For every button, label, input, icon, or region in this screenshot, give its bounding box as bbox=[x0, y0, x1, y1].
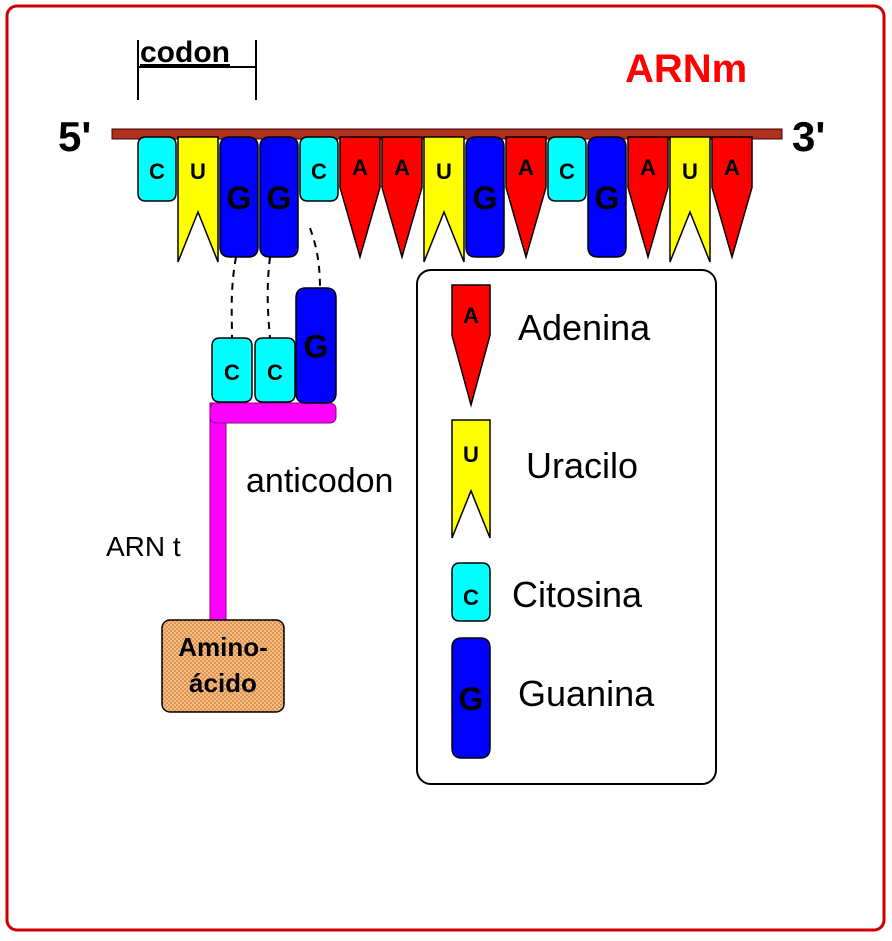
mrna-base-5-shape bbox=[299, 136, 339, 202]
anticodon-base-3-shape bbox=[295, 287, 337, 404]
mrna-base-12-shape bbox=[587, 136, 627, 258]
legend-label-uracilo: Uracilo bbox=[526, 445, 638, 486]
anticodon-base-3: G bbox=[295, 287, 337, 404]
mrna-base-10: A bbox=[505, 136, 547, 260]
amino-acid-label-line1: Amino- bbox=[178, 632, 268, 662]
amino-acid-box bbox=[161, 619, 285, 713]
legend-box bbox=[416, 269, 717, 785]
mrna-base-4-shape bbox=[259, 136, 299, 258]
anticodon-base-1-letter: C bbox=[224, 360, 240, 385]
mrna-base-10-shape bbox=[505, 136, 547, 260]
anticodon-base-2: C bbox=[254, 337, 296, 403]
mrna-base-8: U bbox=[423, 136, 465, 263]
legend-swatch-uracilo: U bbox=[451, 419, 491, 539]
mrna-base-3-shape bbox=[219, 136, 259, 258]
mrna-base-4: G bbox=[259, 136, 299, 258]
mrna-base-3: G bbox=[219, 136, 259, 258]
trna-stem-horizontal bbox=[209, 402, 337, 424]
mrna-base-7-shape bbox=[381, 136, 423, 260]
mrna-base-13-shape bbox=[627, 136, 669, 260]
mrna-base-14: U bbox=[669, 136, 711, 263]
mrna-base-6: A bbox=[339, 136, 381, 260]
three-prime-label: 3' bbox=[792, 113, 825, 160]
legend-swatch-citosina-letter: C bbox=[463, 585, 479, 610]
mrna-base-5-letter: C bbox=[311, 159, 327, 184]
mrna-base-15-letter: A bbox=[724, 155, 740, 180]
five-prime-label: 5' bbox=[58, 113, 91, 160]
mrna-base-7-letter: A bbox=[394, 155, 410, 180]
mrna-base-8-shape bbox=[423, 136, 465, 263]
mrna-base-2-letter: U bbox=[190, 159, 206, 184]
legend-swatch-citosina-shape bbox=[451, 562, 491, 622]
legend-swatch-citosina: C bbox=[451, 562, 491, 622]
mrna-base-15-shape bbox=[711, 136, 753, 260]
codon-label: codon bbox=[140, 36, 230, 69]
legend-swatch-uracilo-letter: U bbox=[463, 442, 479, 467]
mrna-base-10-letter: A bbox=[518, 155, 534, 180]
mrna-base-12: G bbox=[587, 136, 627, 258]
legend-label-guanina: Guanina bbox=[518, 673, 655, 714]
codon-bracket bbox=[137, 40, 257, 100]
mrna-base-3-letter: G bbox=[227, 180, 252, 216]
mrna-base-9: G bbox=[465, 136, 505, 258]
mrna-base-5: C bbox=[299, 136, 339, 202]
anticodon-base-1-shape bbox=[211, 337, 253, 403]
trna-stem-vertical bbox=[209, 402, 227, 624]
mrna-base-1: C bbox=[137, 136, 177, 202]
anticodon-base-2-shape bbox=[254, 337, 296, 403]
mrna-base-9-shape bbox=[465, 136, 505, 258]
mrna-base-9-letter: G bbox=[473, 180, 498, 216]
legend-swatch-adenina-letter: A bbox=[463, 303, 479, 328]
mrna-base-2-shape bbox=[177, 136, 219, 263]
legend-swatch-guanina-shape bbox=[451, 637, 491, 759]
anticodon-base-3-letter: G bbox=[304, 329, 329, 365]
mrna-base-8-letter: U bbox=[436, 159, 452, 184]
mrna-base-11-shape bbox=[547, 136, 587, 202]
mrna-base-13: A bbox=[627, 136, 669, 260]
mrna-base-11-letter: C bbox=[559, 159, 575, 184]
legend-label-citosina: Citosina bbox=[512, 574, 643, 615]
mrna-base-1-letter: C bbox=[149, 159, 165, 184]
mrna-base-6-shape bbox=[339, 136, 381, 260]
mrna-base-13-letter: A bbox=[640, 155, 656, 180]
anticodon-base-1: C bbox=[211, 337, 253, 403]
mrna-base-15: A bbox=[711, 136, 753, 260]
legend-label-adenina: Adenina bbox=[518, 307, 651, 348]
mrna-base-14-letter: U bbox=[682, 159, 698, 184]
mrna-base-6-letter: A bbox=[352, 155, 368, 180]
pairing-lines bbox=[230, 227, 321, 339]
amino-acid-label-line2: ácido bbox=[189, 668, 257, 698]
legend-swatch-guanina-letter: G bbox=[459, 681, 484, 717]
mrna-base-1-shape bbox=[137, 136, 177, 202]
legend-swatch-adenina-shape bbox=[451, 284, 491, 408]
mrna-base-7: A bbox=[381, 136, 423, 260]
anticodon-base-2-letter: C bbox=[267, 360, 283, 385]
legend-swatch-guanina: G bbox=[451, 637, 491, 759]
legend-swatch-adenina: A bbox=[451, 284, 491, 408]
legend-swatch-uracilo-shape bbox=[451, 419, 491, 539]
trna-label: ARN t bbox=[106, 531, 181, 562]
mrna-base-4-letter: G bbox=[267, 180, 292, 216]
mrna-base-12-letter: G bbox=[595, 180, 620, 216]
mrna-base-14-shape bbox=[669, 136, 711, 263]
mrna-label: ARNm bbox=[625, 47, 747, 91]
anticodon-label: anticodon bbox=[246, 462, 393, 500]
mrna-base-11: C bbox=[547, 136, 587, 202]
outer-frame bbox=[5, 4, 886, 932]
mrna-base-2: U bbox=[177, 136, 219, 263]
